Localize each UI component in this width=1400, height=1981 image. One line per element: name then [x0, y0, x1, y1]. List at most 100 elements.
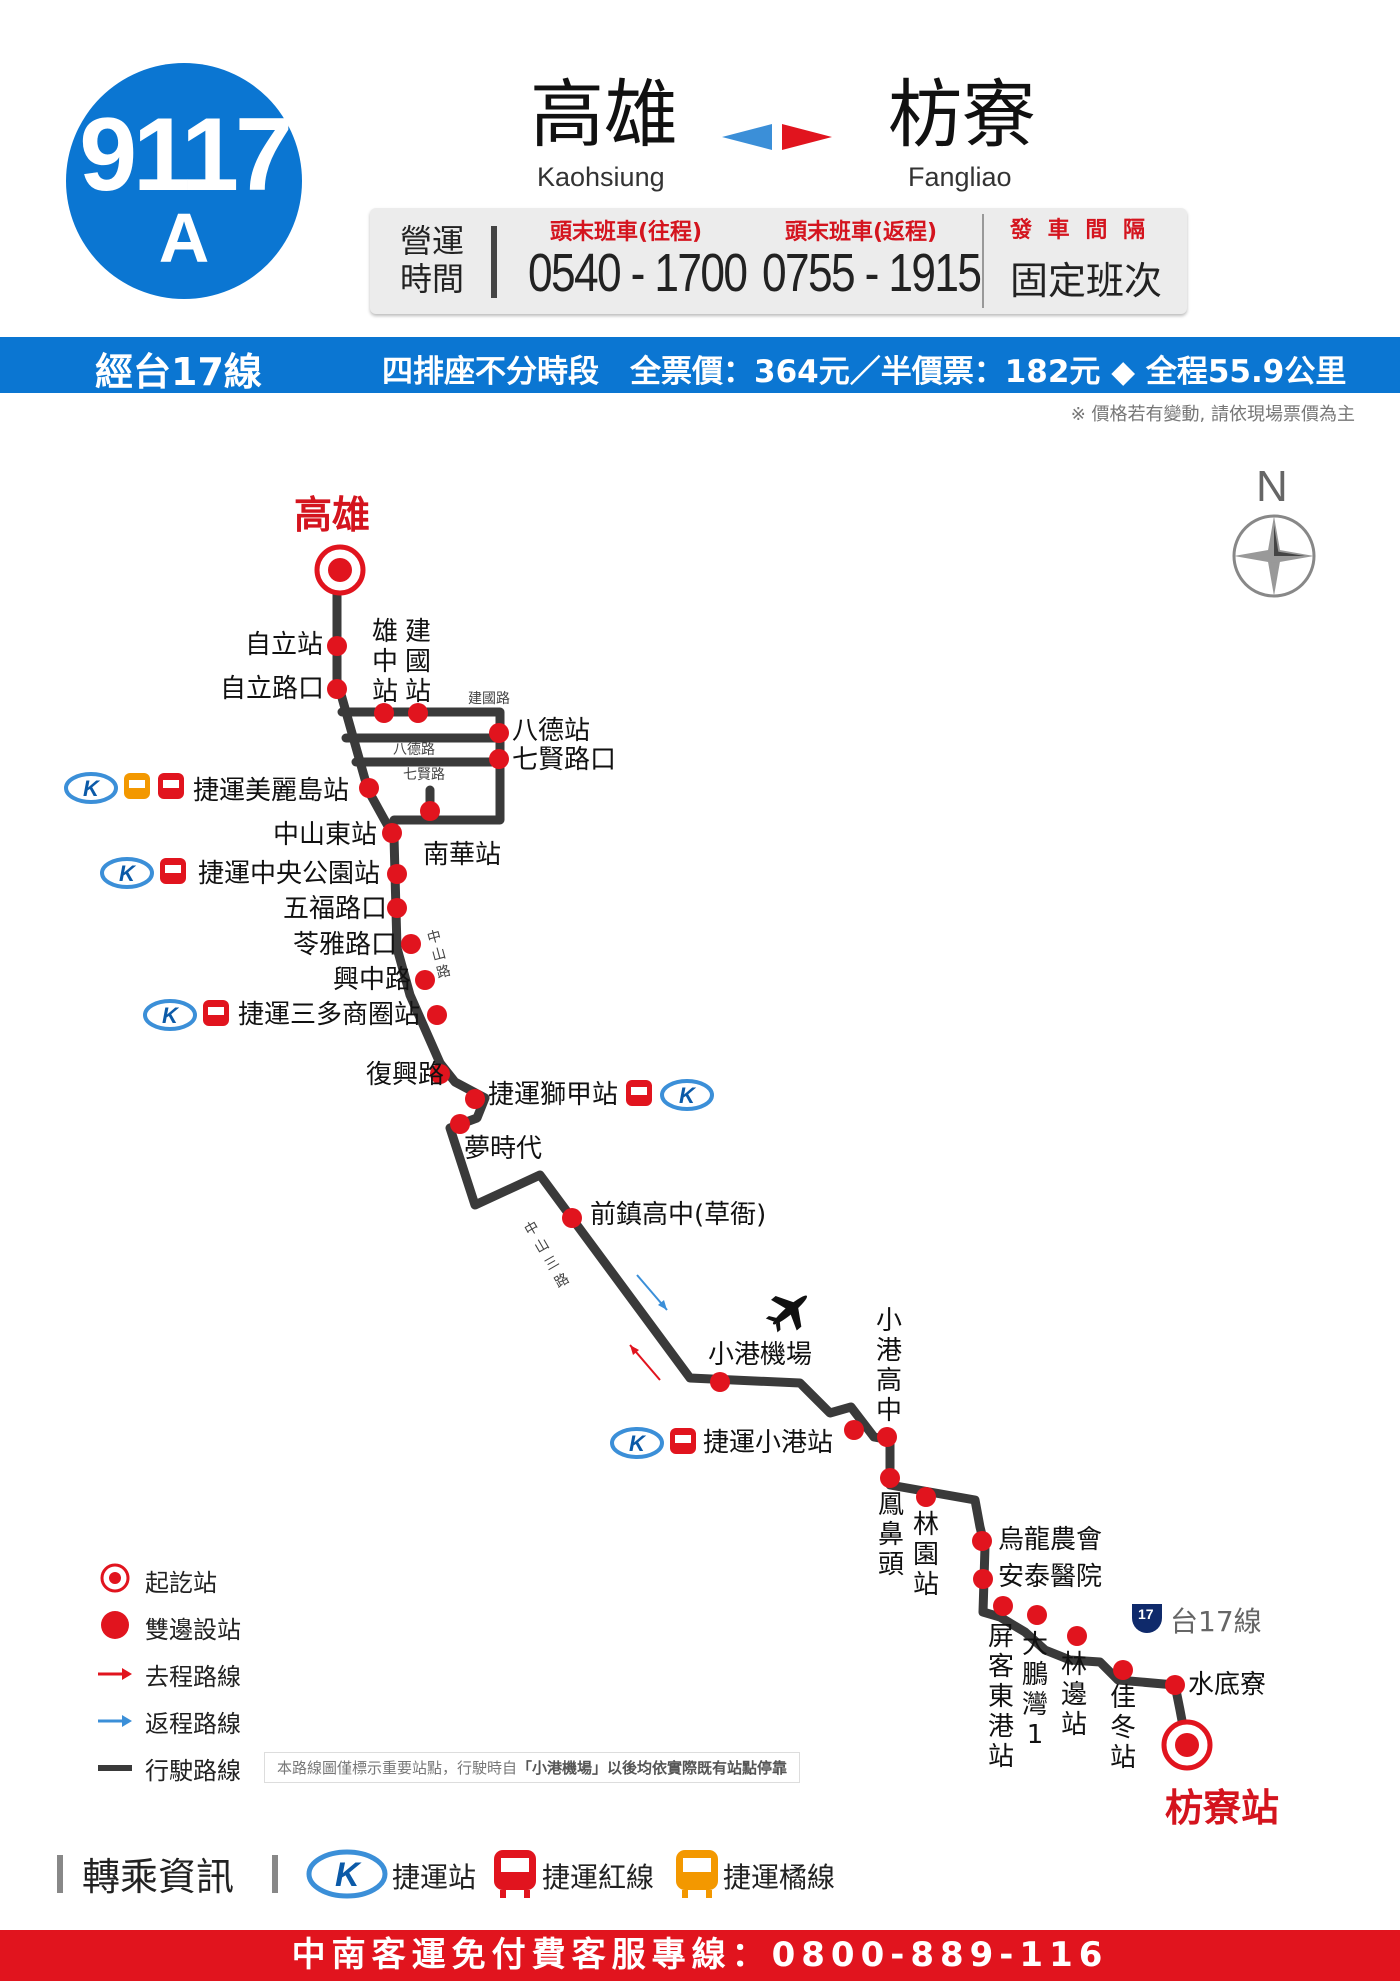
shijia-mrt-icons: K	[626, 1079, 714, 1111]
stop-xiaogangzhong: 小港高中	[875, 1306, 902, 1426]
airplane-icon	[765, 1295, 808, 1333]
stop-bade: 八德站	[512, 716, 591, 746]
road-qixian: 七賢路	[403, 767, 445, 783]
legend-notice-bold: 「小港機場」以後均依實際既有站點停靠	[517, 1759, 788, 1777]
interval-label: 發 車 間 隔	[1010, 218, 1149, 243]
stop-shuidiliao: 水底寮	[1188, 1670, 1267, 1700]
transfer-mrt-label: 捷運站	[392, 1861, 477, 1894]
road-hwy17: 台17線	[1170, 1605, 1262, 1638]
stop-qixian: 七賢路口	[512, 745, 617, 775]
route-badge: 9117 A	[66, 63, 302, 299]
legend-terminal: 起訖站	[145, 1569, 217, 1597]
stop-lingya: 苓雅路口	[293, 930, 398, 960]
transfer-bar-right	[272, 1855, 278, 1893]
sanduo-mrt-icons: K	[143, 999, 229, 1031]
stop-jianguo: 建國站	[404, 617, 431, 707]
stop-xiaogangmrt: 捷運小港站	[703, 1428, 834, 1458]
stop-mengshidai: 夢時代	[464, 1134, 543, 1164]
stop-ziliqzhan: 自立站	[245, 630, 324, 660]
stop-nanhua: 南華站	[423, 840, 502, 870]
stop-wulong: 烏龍農會	[998, 1525, 1103, 1555]
zhongyang-mrt-icons: K	[100, 857, 186, 889]
stop-antai: 安泰醫院	[998, 1562, 1103, 1592]
stop-linbian: 林邊站	[1060, 1650, 1087, 1740]
stop-dapeng: 大鵬灣1	[1021, 1630, 1048, 1750]
direction-arrows-icon	[722, 124, 832, 150]
svg-text:K: K	[335, 1856, 362, 1894]
compass-icon	[1232, 514, 1316, 598]
transfer-title: 轉乘資訊	[82, 1855, 235, 1899]
svg-text:K: K	[83, 776, 101, 801]
hwy17-number: 17	[1138, 1606, 1154, 1622]
origin-name-en: Kaohsiung	[537, 162, 665, 192]
svg-text:K: K	[162, 1003, 180, 1028]
return-time: 0755 - 1915	[762, 243, 982, 303]
terminal-start: 高雄	[294, 493, 371, 537]
legend-stop: 雙邊設站	[145, 1616, 241, 1644]
stop-markers	[327, 636, 1185, 1695]
direction-indicators	[629, 1274, 668, 1381]
hwy17-shield-icon	[1132, 1604, 1162, 1633]
stop-linyuan: 林園站	[912, 1510, 939, 1600]
road-bade: 八德路	[393, 742, 435, 758]
transfer-red-label: 捷運紅線	[542, 1861, 655, 1894]
terminal-end: 枋寮站	[1165, 1786, 1280, 1830]
stop-fengbi: 鳳鼻頭	[877, 1490, 904, 1580]
mrt-k-icon	[64, 772, 118, 804]
route-number: 9117	[79, 97, 293, 213]
stop-jiadong: 佳冬站	[1109, 1683, 1136, 1773]
transfer-bar-left	[57, 1855, 63, 1893]
transfer-orange-line-icon	[676, 1850, 718, 1898]
stop-zhongshandong: 中山東站	[273, 820, 378, 850]
stop-airport: 小港機場	[708, 1340, 813, 1370]
xiaogang-mrt-icons: K	[610, 1427, 696, 1459]
stop-shijia: 捷運獅甲站	[488, 1080, 619, 1110]
legend-notice-pre: 本路線圖僅標示重要站點，行駛時自	[277, 1759, 518, 1777]
origin-name: 高雄	[530, 72, 678, 158]
interval-value: 固定班次	[1010, 259, 1163, 303]
legend-icons	[98, 1563, 132, 1771]
interval-divider	[982, 214, 984, 308]
meilidao-mrt-icons: K	[64, 772, 184, 804]
destination-name-en: Fangliao	[908, 162, 1012, 192]
legend-notice: 本路線圖僅標示重要站點，行駛時自「小港機場」以後均依實際既有站點停靠	[264, 1752, 801, 1783]
hours-panel: 營運 時間 頭末班車(往程) 0540 - 1700 頭末班車(返程) 0755…	[370, 208, 1187, 314]
stop-xiongzhong: 雄中站	[371, 617, 398, 707]
stop-zhongyang: 捷運中央公園站	[198, 859, 381, 889]
stop-xingzhong: 興中路	[333, 965, 412, 995]
return-label: 頭末班車(返程)	[785, 220, 938, 245]
terminal-start-marker	[314, 544, 366, 596]
hours-divider	[491, 226, 497, 298]
hours-label-2: 時間	[400, 260, 465, 298]
legend-return: 返程路線	[145, 1710, 241, 1738]
via-highway: 經台17線	[95, 350, 262, 394]
transfer-mrt-icon: K	[306, 1849, 388, 1899]
transfer-red-line-icon	[494, 1850, 536, 1898]
hours-label-1: 營運	[400, 222, 465, 260]
legend-route: 行駛路線	[145, 1757, 241, 1785]
outbound-label: 頭末班車(往程)	[550, 220, 703, 245]
stop-sanduo: 捷運三多商圈站	[238, 1000, 421, 1030]
stop-pingke: 屏客東港站	[987, 1622, 1014, 1772]
legend-outbound: 去程路線	[145, 1663, 241, 1691]
compass-north: N	[1256, 462, 1288, 511]
footer-hotline: 中南客運免付費客服專線：0800-889-116	[0, 1930, 1400, 1981]
terminal-end-marker	[1161, 1719, 1213, 1771]
stop-wufu: 五福路口	[283, 894, 388, 924]
stop-fuxing: 復興路	[366, 1060, 445, 1090]
outbound-time: 0540 - 1700	[528, 243, 748, 303]
svg-text:K: K	[629, 1431, 647, 1456]
fare-note: ※ 價格若有變動, 請依現場票價為主	[1070, 404, 1355, 425]
svg-text:K: K	[679, 1083, 697, 1108]
transfer-orange-label: 捷運橘線	[723, 1861, 836, 1894]
stop-meilidao: 捷運美麗島站	[193, 776, 350, 806]
stop-zililukou: 自立路口	[220, 674, 325, 704]
svg-text:K: K	[119, 861, 137, 886]
stop-qianzhen: 前鎮高中(草衙)	[590, 1200, 767, 1230]
route-suffix: A	[158, 199, 210, 277]
fare-info: 四排座不分時段 全票價：364元／半價票：182元 ◆ 全程55.9公里	[382, 354, 1347, 390]
road-jianguo: 建國路	[468, 691, 510, 707]
info-band: 經台17線 四排座不分時段 全票價：364元／半價票：182元 ◆ 全程55.9…	[0, 337, 1400, 394]
destination-name: 枋寮	[888, 72, 1036, 158]
